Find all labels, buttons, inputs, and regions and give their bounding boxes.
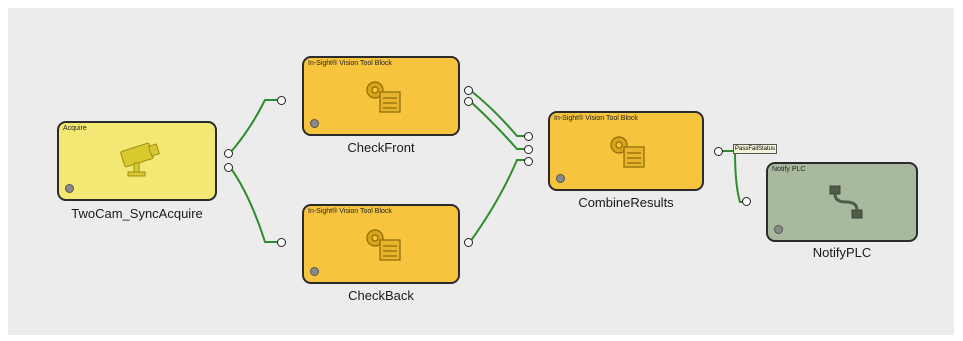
block-type-label: In-Sight® Vision Tool Block (308, 60, 392, 67)
gear-list-icon (366, 229, 401, 261)
acquire-block-caption: TwoCam_SyncAcquire (71, 206, 203, 221)
status-indicator (310, 119, 319, 128)
acquire-output-port-1[interactable] (224, 149, 233, 158)
cable-plug-icon (829, 185, 863, 219)
combine-input-port-1[interactable] (524, 132, 533, 141)
gear-list-icon (366, 81, 401, 113)
block-type-label: In-Sight® Vision Tool Block (554, 115, 638, 122)
checkfront-output-port-2[interactable] (464, 97, 473, 106)
block-type-label: Acquire (63, 125, 87, 132)
checkfront-block-caption: CheckFront (347, 140, 415, 155)
checkfront-block[interactable]: In-Sight® Vision Tool Block (302, 56, 460, 136)
notifyplc-block-caption: NotifyPLC (812, 245, 872, 260)
checkback-block[interactable]: In-Sight® Vision Tool Block (302, 204, 460, 284)
passfail-wire-label: PassFailStatus (733, 144, 778, 154)
status-indicator (556, 174, 565, 183)
acquire-output-port-2[interactable] (224, 163, 233, 172)
combine-input-port-2[interactable] (524, 145, 533, 154)
camera-icon (120, 142, 160, 177)
checkback-block-caption: CheckBack (348, 288, 414, 303)
status-indicator (65, 184, 74, 193)
checkfront-output-port-1[interactable] (464, 86, 473, 95)
workflow-canvas: Acquire TwoCam_SyncAcquire In-Sight® Vis… (8, 8, 954, 335)
notifyplc-input-port[interactable] (742, 197, 751, 206)
status-indicator (310, 267, 319, 276)
acquire-block[interactable]: Acquire (57, 121, 217, 201)
wire-acquire-to-checkfront (229, 99, 283, 154)
wire-acquire-to-checkback (229, 166, 283, 243)
combine-input-port-3[interactable] (524, 157, 533, 166)
combine-output-port[interactable] (714, 147, 723, 156)
checkfront-input-port[interactable] (277, 96, 286, 105)
gear-list-icon (610, 136, 645, 168)
wire-checkback-to-combine (469, 159, 530, 243)
wire-combine-to-notify (723, 150, 748, 203)
notifyplc-block[interactable]: Notify PLC (766, 162, 918, 242)
block-type-label: In-Sight® Vision Tool Block (308, 208, 392, 215)
checkback-output-port[interactable] (464, 238, 473, 247)
wire-checkfront-to-combine-2 (469, 100, 530, 150)
block-type-label: Notify PLC (772, 166, 806, 173)
combineresults-block-caption: CombineResults (578, 195, 674, 210)
wire-checkfront-to-combine-1 (469, 89, 530, 137)
status-indicator (774, 225, 783, 234)
combineresults-block[interactable]: In-Sight® Vision Tool Block (548, 111, 704, 191)
checkback-input-port[interactable] (277, 238, 286, 247)
